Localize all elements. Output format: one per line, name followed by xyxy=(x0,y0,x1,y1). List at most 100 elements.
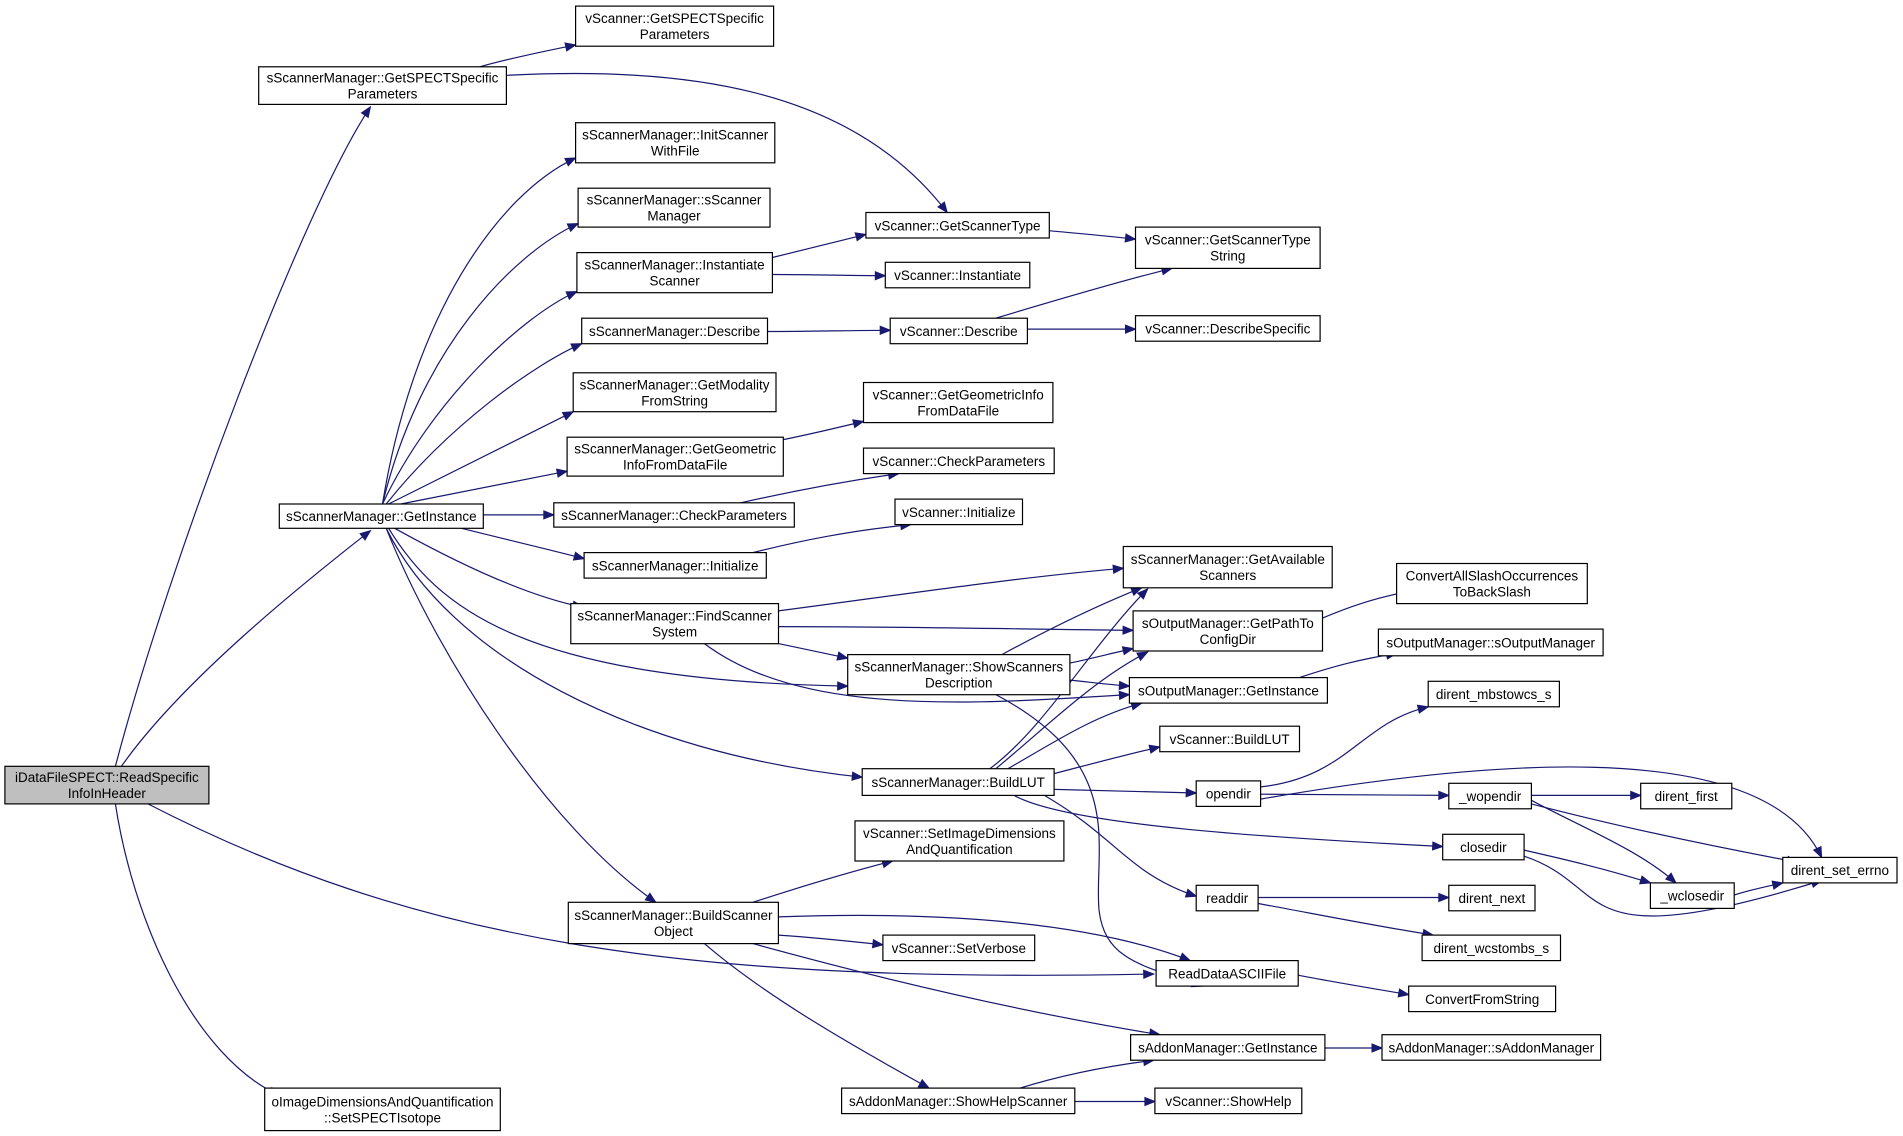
arrowhead xyxy=(917,1078,931,1089)
node-wopendir[interactable]: _wopendir xyxy=(1448,782,1533,810)
node-box xyxy=(840,1087,1076,1115)
node-closedir[interactable]: closedir xyxy=(1442,833,1525,861)
node-label: ConfigDir xyxy=(1200,632,1257,647)
node-vsSetImageDims[interactable]: vScanner::SetImageDimensionsAndQuantific… xyxy=(854,820,1065,862)
node-vsInstantiate[interactable]: vScanner::Instantiate xyxy=(884,261,1031,289)
node-vsGetScannerType[interactable]: vScanner::GetScannerType xyxy=(865,211,1050,239)
node-vsShowHelp[interactable]: vScanner::ShowHelp xyxy=(1154,1087,1303,1115)
node-oImageDim[interactable]: oImageDimensionsAndQuantification::SetSP… xyxy=(264,1087,501,1132)
edge-opendir-to-direntMbs xyxy=(1260,704,1430,788)
edge-smDescribe-to-vsDescribe xyxy=(767,325,892,336)
node-box xyxy=(574,5,775,47)
node-label: ::SetSPECTIsotope xyxy=(324,1110,441,1125)
node-smGetSPECT[interactable]: sScannerManager::GetSPECTSpecificParamet… xyxy=(258,66,508,106)
edge-smGetInstance-to-smDescribe xyxy=(385,343,583,505)
node-box xyxy=(278,503,484,529)
node-label: sAddonManager::ShowHelpScanner xyxy=(849,1094,1068,1109)
node-vsDescribeSpecific[interactable]: vScanner::DescribeSpecific xyxy=(1134,315,1321,342)
node-label: sScannerManager::FindScanner xyxy=(577,609,772,624)
node-box xyxy=(865,211,1050,239)
node-box xyxy=(1442,833,1525,861)
node-box xyxy=(847,653,1071,696)
node-box xyxy=(566,436,784,477)
node-omCtor[interactable]: sOutputManager::sOutputManager xyxy=(1377,628,1604,657)
arrowhead xyxy=(572,551,586,561)
node-label: ConvertFromString xyxy=(1425,992,1539,1007)
node-smGetInstance[interactable]: sScannerManager::GetInstance xyxy=(278,503,484,529)
node-opendir[interactable]: opendir xyxy=(1195,780,1262,808)
node-direntNext[interactable]: dirent_next xyxy=(1448,884,1536,912)
node-box xyxy=(889,317,1029,345)
edge-line xyxy=(461,527,585,560)
edge-line xyxy=(479,44,576,68)
node-label: sScannerManager::GetSPECTSpecific xyxy=(267,71,499,86)
node-omGetInstance[interactable]: sOutputManager::GetInstance xyxy=(1128,676,1329,704)
node-amShowHelp[interactable]: sAddonManager::ShowHelpScanner xyxy=(840,1087,1076,1115)
edge-smShowScanners-to-omGetInstance xyxy=(1069,679,1131,691)
node-direntSetErrno[interactable]: dirent_set_errno xyxy=(1782,856,1898,884)
edge-line xyxy=(778,567,1124,612)
node-vsCheckParams[interactable]: vScanner::CheckParameters xyxy=(862,447,1055,475)
arrowhead xyxy=(1118,680,1131,691)
edge-line xyxy=(995,694,1203,987)
node-label: vScanner::Initialize xyxy=(902,505,1015,520)
node-wclosedir[interactable]: _wclosedir xyxy=(1649,882,1735,910)
node-box xyxy=(1408,985,1557,1013)
node-vsInitialize[interactable]: vScanner::Initialize xyxy=(894,498,1024,526)
node-box xyxy=(882,934,1036,962)
node-smCheckParams[interactable]: sScannerManager::CheckParameters xyxy=(553,502,795,528)
edge-smGetInstance-to-smBuildScannerObj xyxy=(385,528,657,904)
node-smGetGeometric[interactable]: sScannerManager::GetGeometricInfoFromDat… xyxy=(566,436,784,477)
node-label: sScannerManager::InitScanner xyxy=(582,128,769,143)
node-label: dirent_first xyxy=(1655,789,1718,804)
node-readDataASCII[interactable]: ReadDataASCIIFile xyxy=(1155,959,1299,987)
node-label: String xyxy=(1210,249,1245,264)
node-vsDescribe[interactable]: vScanner::Describe xyxy=(889,317,1029,345)
arrowhead xyxy=(1118,690,1131,701)
node-vsBuildLUT[interactable]: vScanner::BuildLUT xyxy=(1159,725,1301,753)
node-direntWcs[interactable]: dirent_wcstombs_s xyxy=(1421,934,1562,962)
node-box xyxy=(264,1087,501,1132)
node-smBuildLUT[interactable]: sScannerManager::BuildLUT xyxy=(861,768,1055,797)
node-convertFromString[interactable]: ConvertFromString xyxy=(1408,985,1557,1013)
call-graph-nodes: iDataFileSPECT::ReadSpecificInfoInHeader… xyxy=(4,5,1898,1132)
edge-line xyxy=(1322,590,1409,619)
edge-smGetInstance-to-smBuildLUT xyxy=(385,528,864,781)
node-vsSetVerbose[interactable]: vScanner::SetVerbose xyxy=(882,934,1036,962)
node-direntMbs[interactable]: dirent_mbstowcs_s xyxy=(1427,680,1560,708)
node-amGetInstance[interactable]: sAddonManager::GetInstance xyxy=(1129,1034,1326,1061)
arrowhead xyxy=(1630,790,1643,801)
edge-smBuildScannerObj-to-vsSetVerbose xyxy=(778,934,885,949)
node-smDescribe[interactable]: sScannerManager::Describe xyxy=(581,317,769,345)
edge-wopendir-to-direntSetErrno xyxy=(1531,803,1799,865)
node-box xyxy=(1122,545,1333,589)
node-direntFirst[interactable]: dirent_first xyxy=(1640,782,1733,810)
node-label: vScanner::GetScannerType xyxy=(875,218,1041,233)
node-readdir[interactable]: readdir xyxy=(1195,884,1259,912)
node-box xyxy=(1782,856,1898,884)
arrowhead xyxy=(1148,744,1162,754)
node-amCtor[interactable]: sAddonManager::sAddonManager xyxy=(1381,1034,1602,1061)
edge-smFindScanner-to-smGetAvailable xyxy=(778,564,1125,612)
arrowhead xyxy=(851,771,864,781)
node-smCtor[interactable]: sScannerManager::sScannerManager xyxy=(577,187,771,228)
node-box xyxy=(1134,226,1321,270)
node-smInitialize[interactable]: sScannerManager::Initialize xyxy=(583,551,767,579)
node-label: ReadDataASCIIFile xyxy=(1168,966,1286,981)
node-box xyxy=(1448,884,1536,912)
edge-line xyxy=(772,233,867,259)
edge-omGetPath-to-convertSlash xyxy=(1322,588,1411,619)
